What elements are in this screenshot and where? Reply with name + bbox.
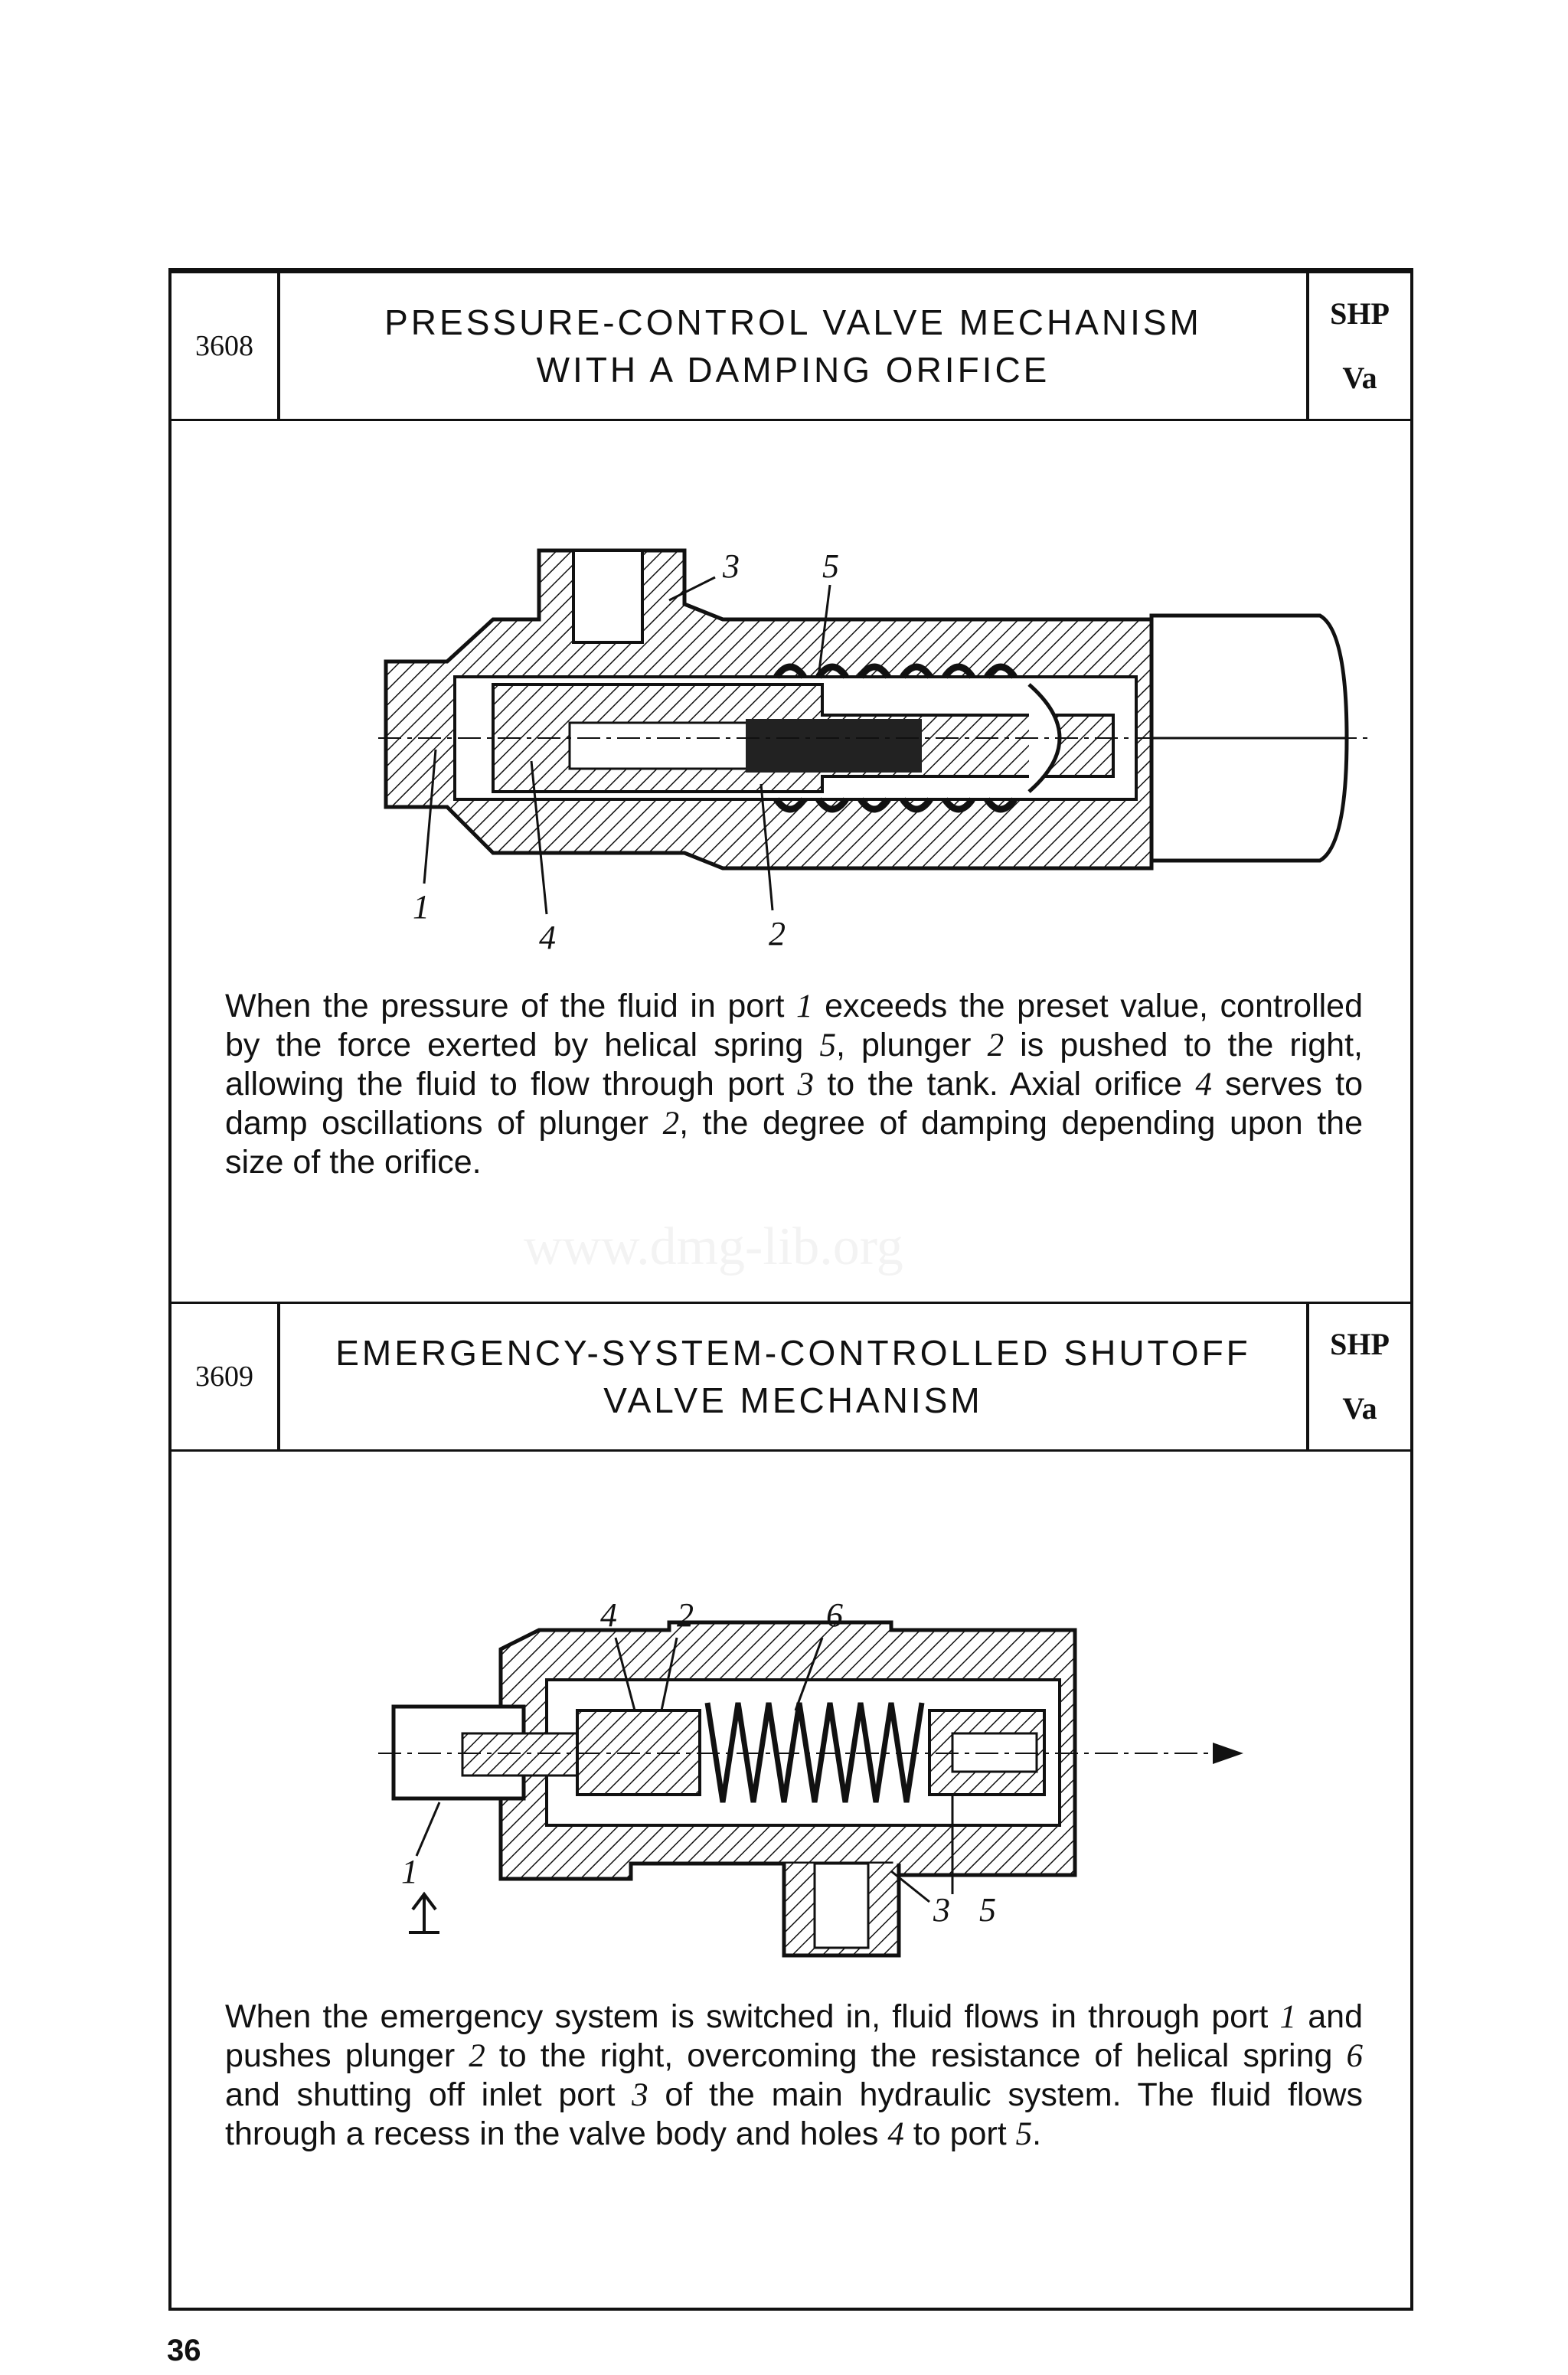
part-label: 1 [401,1853,418,1890]
entry-number: 3609 [172,1304,280,1449]
part-label: 5 [822,547,839,585]
part-label: 4 [600,1596,617,1634]
entry-title-line: PRESSURE-CONTROL VALVE MECHANISM [384,302,1202,342]
entry-number: 3608 [172,273,280,419]
entry-title-line: WITH A DAMPING ORIFICE [536,350,1050,390]
classification-line: Va [1342,1391,1377,1426]
caption-3608: When the pressure of the fluid in port 1… [225,988,1363,1181]
entry-classification: SHP Va [1306,1304,1410,1449]
part-label: 3 [933,1891,950,1929]
part-label: 5 [979,1891,996,1929]
caption-3609: When the emergency system is switched in… [225,1998,1364,2152]
part-label: 2 [769,915,786,952]
valve-diagram-3608: 3 5 1 4 2 [378,547,1374,956]
classification-line: SHP [1330,1327,1390,1361]
entry-title: PRESSURE-CONTROL VALVE MECHANISM WITH A … [280,273,1306,419]
entry-title-line: EMERGENCY-SYSTEM-CONTROLLED SHUTOFF [335,1333,1251,1373]
part-label: 4 [539,919,556,956]
valve-diagram-3609: 4 2 6 1 3 5 [378,1596,1243,1958]
part-label: 6 [826,1596,843,1634]
page-frame: 3608 PRESSURE-CONTROL VALVE MECHANISM WI… [168,268,1413,2311]
part-label: 2 [677,1596,694,1634]
classification-line: Va [1342,361,1377,395]
entry-header-3608: 3608 PRESSURE-CONTROL VALVE MECHANISM WI… [172,271,1410,421]
entry-classification: SHP Va [1306,273,1410,419]
watermark: www.dmg-lib.org [524,1217,903,1276]
entry-title: EMERGENCY-SYSTEM-CONTROLLED SHUTOFF VALV… [280,1304,1306,1449]
classification-line: SHP [1330,296,1390,331]
page-number: 36 [167,2334,201,2367]
entry-header-3609: 3609 EMERGENCY-SYSTEM-CONTROLLED SHUTOFF… [172,1302,1410,1452]
part-label: 3 [722,547,740,585]
part-label: 1 [413,888,430,926]
entry-title-line: VALVE MECHANISM [603,1380,983,1420]
